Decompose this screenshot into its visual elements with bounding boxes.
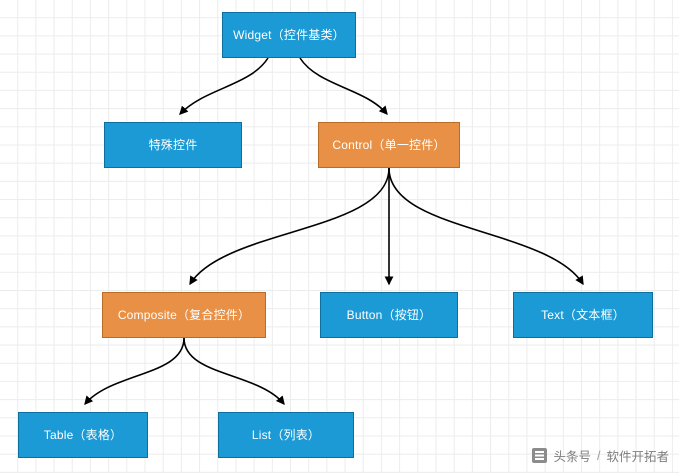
node-composite-label: Composite（复合控件） bbox=[117, 307, 251, 322]
node-list-label: List（列表） bbox=[251, 427, 321, 442]
node-button-label: Button（按钮） bbox=[346, 307, 432, 322]
edge-widget-control bbox=[299, 57, 388, 116]
edge-composite-list bbox=[183, 337, 285, 406]
watermark-separator: / bbox=[597, 448, 601, 463]
node-table[interactable]: Table（表格） bbox=[18, 412, 148, 458]
edge-widget-special bbox=[179, 57, 269, 115]
node-text-label: Text（文本框） bbox=[541, 307, 625, 322]
node-special-widget-label: 特殊控件 bbox=[148, 137, 198, 152]
watermark-author: 软件开拓者 bbox=[606, 450, 669, 464]
edge-control-composite bbox=[189, 167, 390, 286]
toutiao-logo-icon bbox=[532, 448, 548, 463]
node-text[interactable]: Text（文本框） bbox=[513, 292, 653, 338]
node-list[interactable]: List（列表） bbox=[218, 412, 354, 458]
watermark: 头条号 / 软件开拓者 bbox=[532, 446, 669, 465]
node-widget[interactable]: Widget（控件基类） bbox=[222, 12, 356, 58]
node-button[interactable]: Button（按钮） bbox=[320, 292, 458, 338]
node-table-label: Table（表格） bbox=[43, 427, 123, 442]
node-special-widget[interactable]: 特殊控件 bbox=[104, 122, 242, 168]
node-composite[interactable]: Composite（复合控件） bbox=[102, 292, 266, 338]
edge-control-text bbox=[388, 167, 584, 286]
edge-composite-table bbox=[84, 337, 185, 406]
node-widget-label: Widget（控件基类） bbox=[233, 27, 345, 42]
watermark-source: 头条号 bbox=[553, 450, 591, 464]
node-control[interactable]: Control（单一控件） bbox=[318, 122, 460, 168]
node-control-label: Control（单一控件） bbox=[332, 137, 446, 152]
